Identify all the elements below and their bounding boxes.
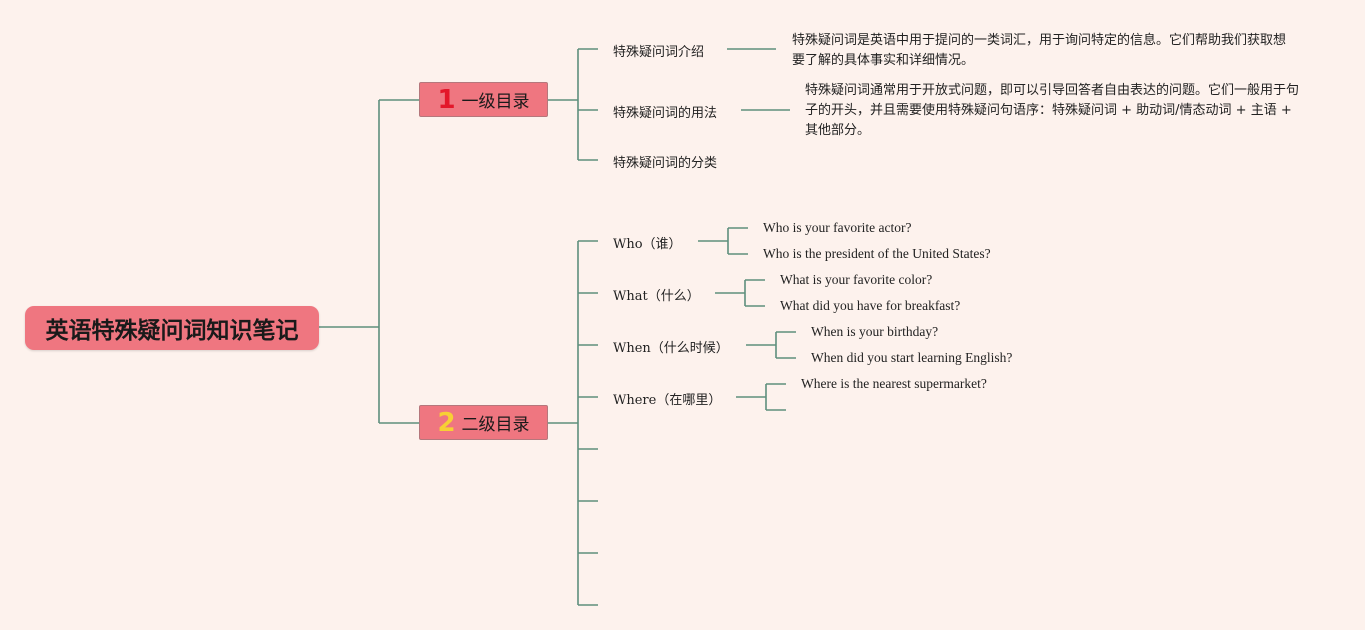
topic-node-what[interactable]: What（什么） [613,289,700,304]
root-title: 英语特殊疑问词知识笔记 [45,318,299,344]
section-number-1: 1 [437,84,456,115]
connector-section-1 [548,48,598,161]
connector-what [715,279,765,307]
example-when-2: When did you start learning English? [811,350,1013,365]
example-where-1: Where is the nearest supermarket? [801,376,987,391]
example-who-2: Who is the president of the United State… [763,246,991,261]
connector-section-2 [548,240,598,606]
description-intro: 特殊疑问词是英语中用于提问的一类词汇，用于询问特定的信息。它们帮助我们获取想要了… [792,33,1287,68]
example-what-1: What is your favorite color? [780,272,933,287]
topic-node-when[interactable]: When（什么时候） [613,341,729,356]
section-node-1[interactable]: 1 一级目录 [419,82,548,117]
root-node[interactable]: 英语特殊疑问词知识笔记 [25,306,319,350]
topic-node-who[interactable]: Who（谁） [613,237,682,252]
connector-when [746,331,796,359]
connector-root [319,99,419,424]
connector-where [736,383,786,411]
topic-node-categories[interactable]: 特殊疑问词的分类 [613,156,718,171]
section-label-2: 二级目录 [461,415,530,435]
description-usage: 特殊疑问词通常用于开放式问题，即可以引导回答者自由表达的问题。它们一般用于句子的… [805,83,1300,138]
example-who-1: Who is your favorite actor? [763,220,912,235]
topic-node-usage[interactable]: 特殊疑问词的用法 [613,106,718,121]
section-number-2: 2 [437,407,456,438]
section-label-1: 一级目录 [461,92,530,112]
example-when-1: When is your birthday? [811,324,939,339]
example-what-2: What did you have for breakfast? [780,298,961,313]
connector-who [698,227,748,255]
topic-node-where[interactable]: Where（在哪里） [613,393,722,408]
topic-node-intro[interactable]: 特殊疑问词介绍 [613,45,705,60]
section-node-2[interactable]: 2 二级目录 [419,405,548,440]
